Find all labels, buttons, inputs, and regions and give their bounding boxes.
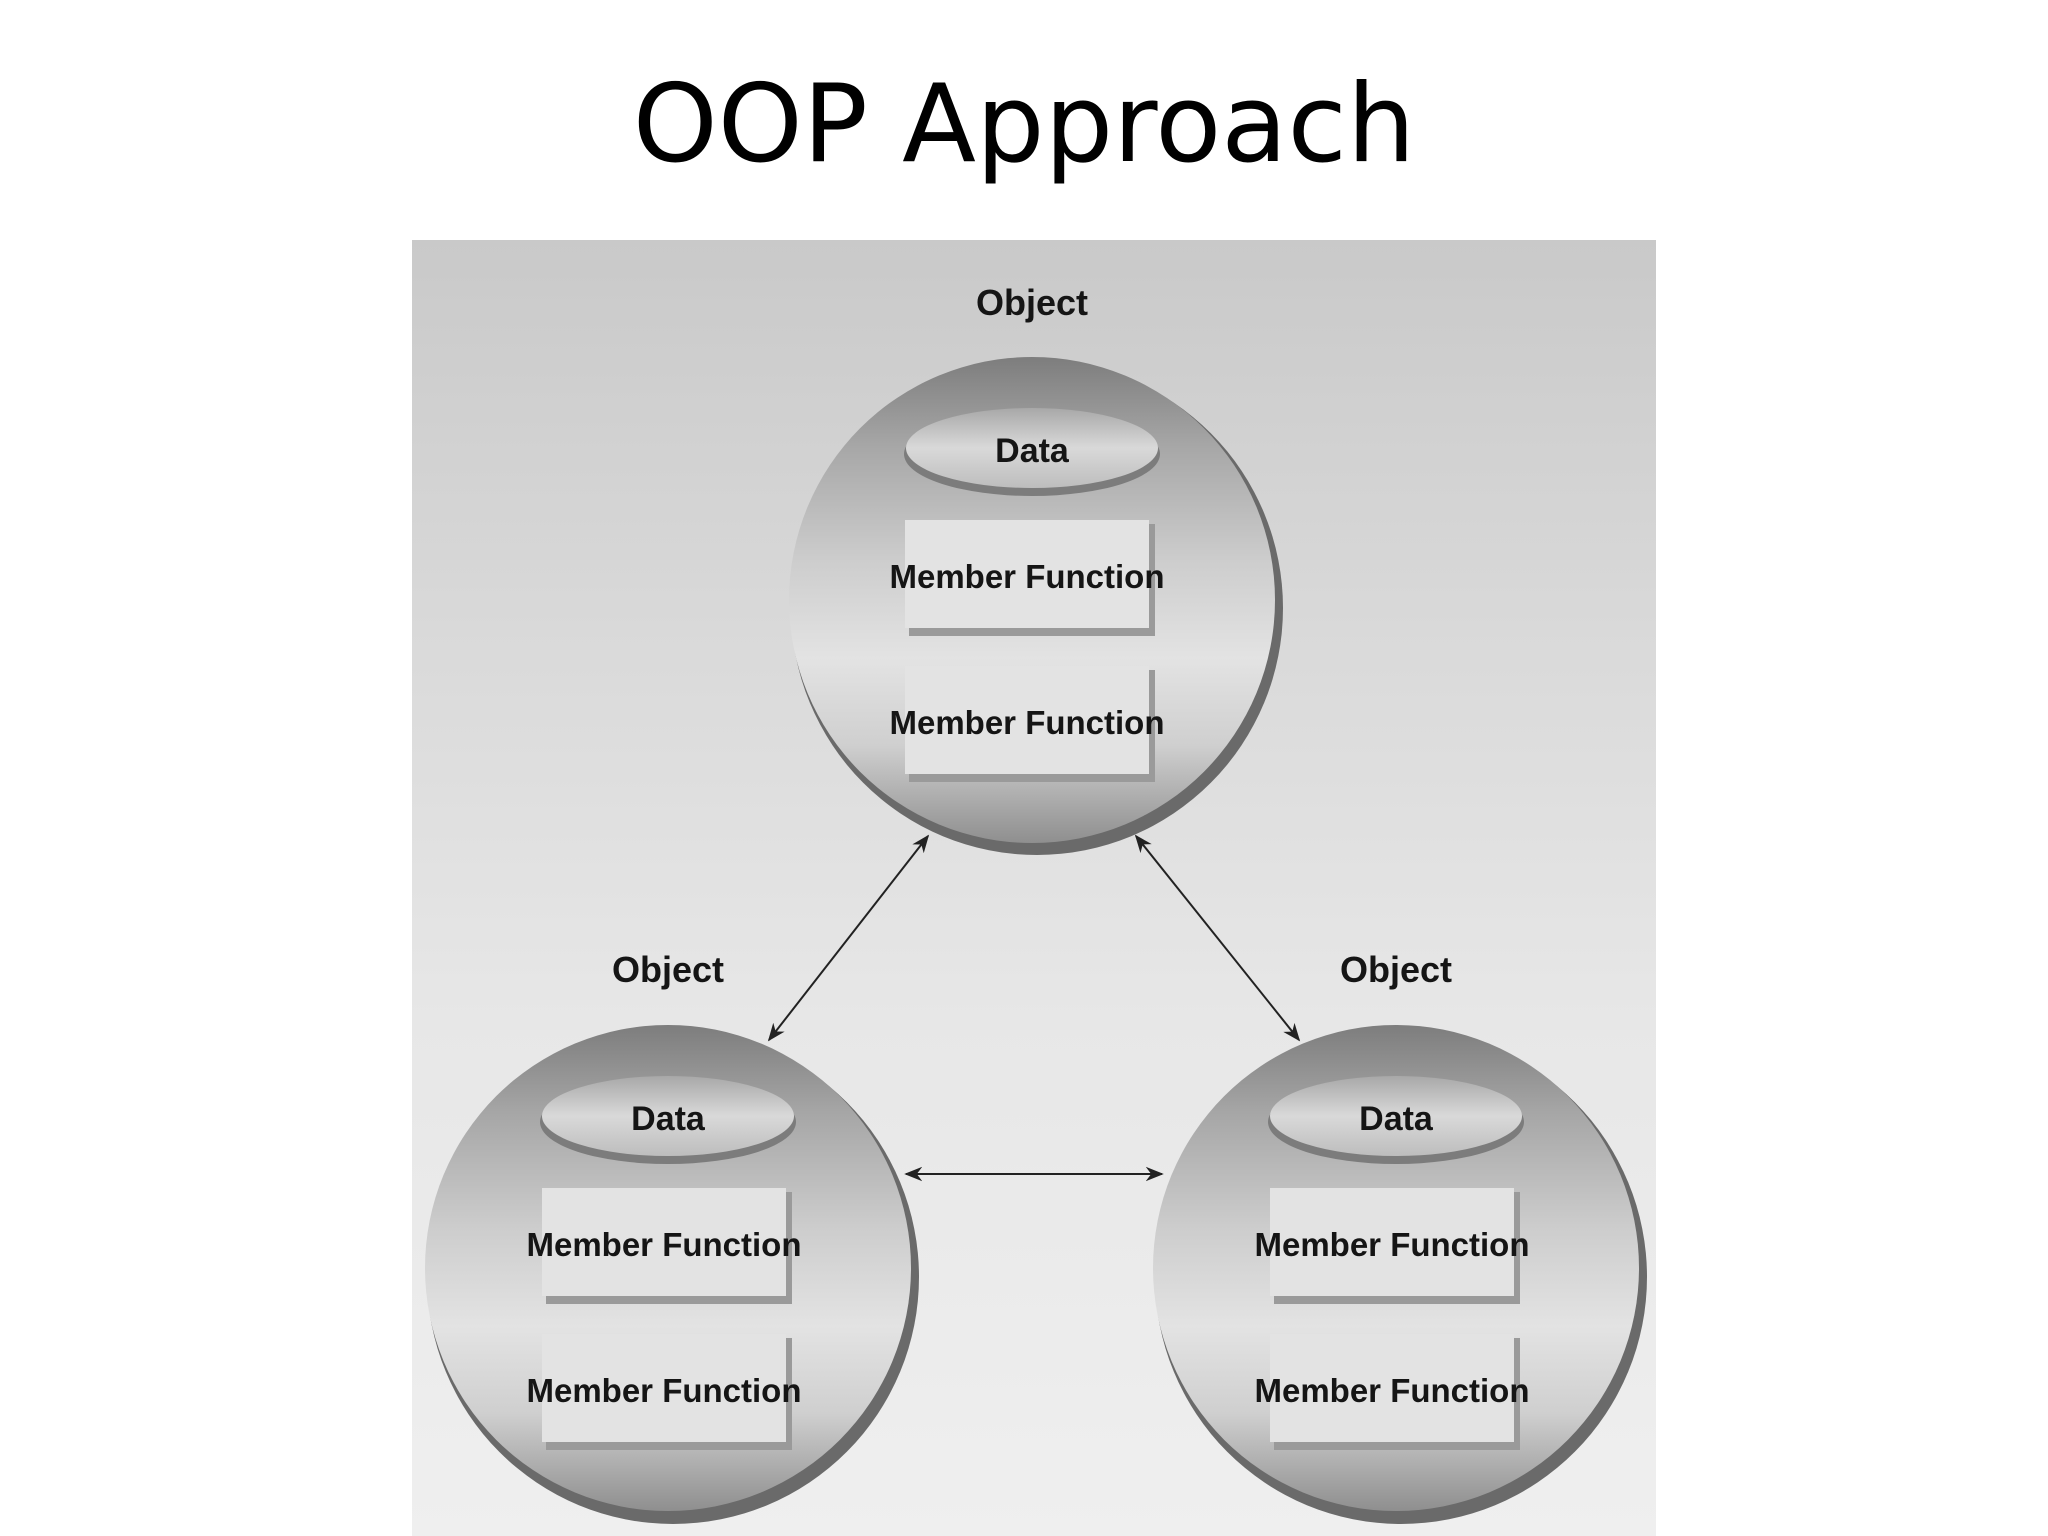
data-ellipse bbox=[542, 1076, 794, 1156]
slide-title: OOP Approach bbox=[632, 62, 1416, 187]
diagram-canvas: Object Data Member Function Member Funct… bbox=[425, 282, 1647, 1524]
function-box bbox=[1270, 1188, 1514, 1296]
object-right: Object Data Member Function Member Funct… bbox=[1153, 949, 1647, 1524]
object-label: Object bbox=[1340, 949, 1452, 990]
function-label: Member Function bbox=[1254, 1372, 1529, 1409]
function-label: Member Function bbox=[1254, 1226, 1529, 1263]
object-label: Object bbox=[612, 949, 724, 990]
function-box bbox=[1270, 1334, 1514, 1442]
function-label: Member Function bbox=[889, 558, 1164, 595]
function-label: Member Function bbox=[526, 1372, 801, 1409]
data-label: Data bbox=[631, 1100, 706, 1138]
data-label: Data bbox=[995, 432, 1070, 470]
function-box bbox=[905, 666, 1149, 774]
data-label: Data bbox=[1359, 1100, 1434, 1138]
connector-top-right bbox=[1134, 834, 1301, 1042]
function-box bbox=[905, 520, 1149, 628]
connector-top-left bbox=[767, 834, 930, 1042]
function-label: Member Function bbox=[889, 704, 1164, 741]
object-label: Object bbox=[976, 282, 1088, 323]
object-top: Object Data Member Function Member Funct… bbox=[789, 282, 1283, 855]
oop-diagram: Object Data Member Function Member Funct… bbox=[412, 240, 1656, 1536]
data-ellipse bbox=[906, 408, 1158, 488]
function-box bbox=[542, 1334, 786, 1442]
function-label: Member Function bbox=[526, 1226, 801, 1263]
function-box bbox=[542, 1188, 786, 1296]
data-ellipse bbox=[1270, 1076, 1522, 1156]
object-left: Object Data Member Function Member Funct… bbox=[425, 949, 919, 1524]
